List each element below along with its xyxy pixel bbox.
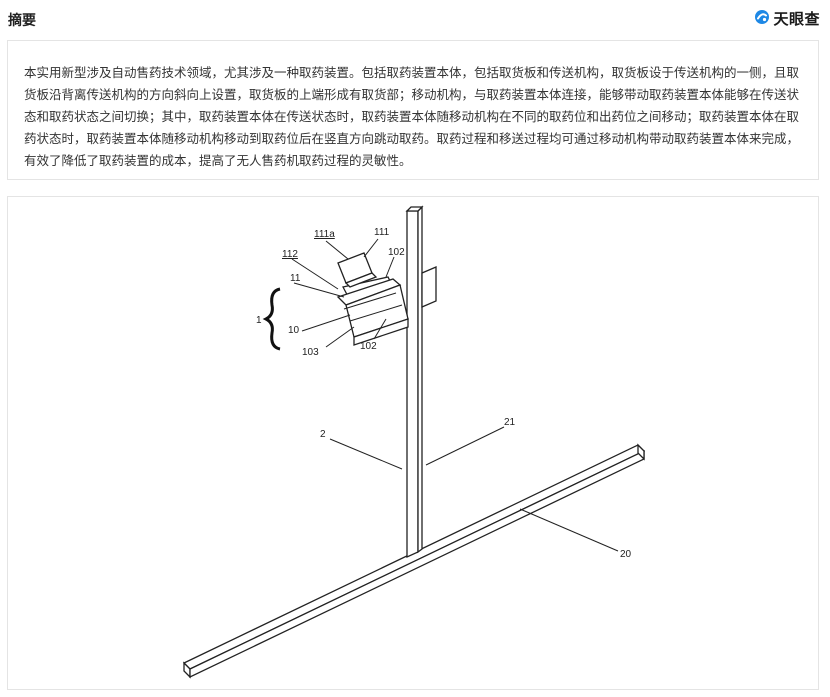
label-112: 112	[282, 249, 298, 260]
pickup-device	[336, 252, 409, 346]
label-2: 2	[320, 429, 326, 440]
abstract-header: 摘要 天眼查	[0, 0, 830, 38]
vertical-post	[405, 205, 424, 559]
patent-drawing: 111a 111 102 112 11 1 10 103 102 2 21 20	[182, 205, 646, 679]
label-102-top: 102	[388, 247, 405, 258]
section-title: 摘要	[8, 13, 36, 29]
tianyancha-logo[interactable]: 天眼查	[754, 8, 820, 29]
abstract-box: 本实用新型涉及自动售药技术领域，尤其涉及一种取药装置。包括取药装置本体，包括取货…	[7, 40, 819, 180]
tianyancha-logo-icon	[754, 9, 770, 29]
label-111a: 111a	[314, 229, 335, 240]
base-rail	[182, 443, 646, 679]
label-111: 111	[374, 227, 390, 238]
leader-lines	[291, 238, 619, 552]
label-102-bottom: 102	[360, 341, 377, 352]
label-11: 11	[290, 273, 301, 284]
abstract-text: 本实用新型涉及自动售药技术领域，尤其涉及一种取药装置。包括取药装置本体，包括取货…	[24, 65, 800, 168]
label-21: 21	[504, 417, 516, 428]
label-20: 20	[620, 549, 632, 560]
label-10: 10	[288, 325, 300, 336]
grouping-brace	[262, 287, 281, 351]
logo-text: 天眼查	[773, 10, 820, 28]
label-103: 103	[302, 347, 319, 358]
patent-drawing-box: 111a 111 102 112 11 1 10 103 102 2 21 20	[7, 196, 819, 690]
label-1: 1	[256, 315, 262, 326]
side-plate	[421, 266, 437, 308]
